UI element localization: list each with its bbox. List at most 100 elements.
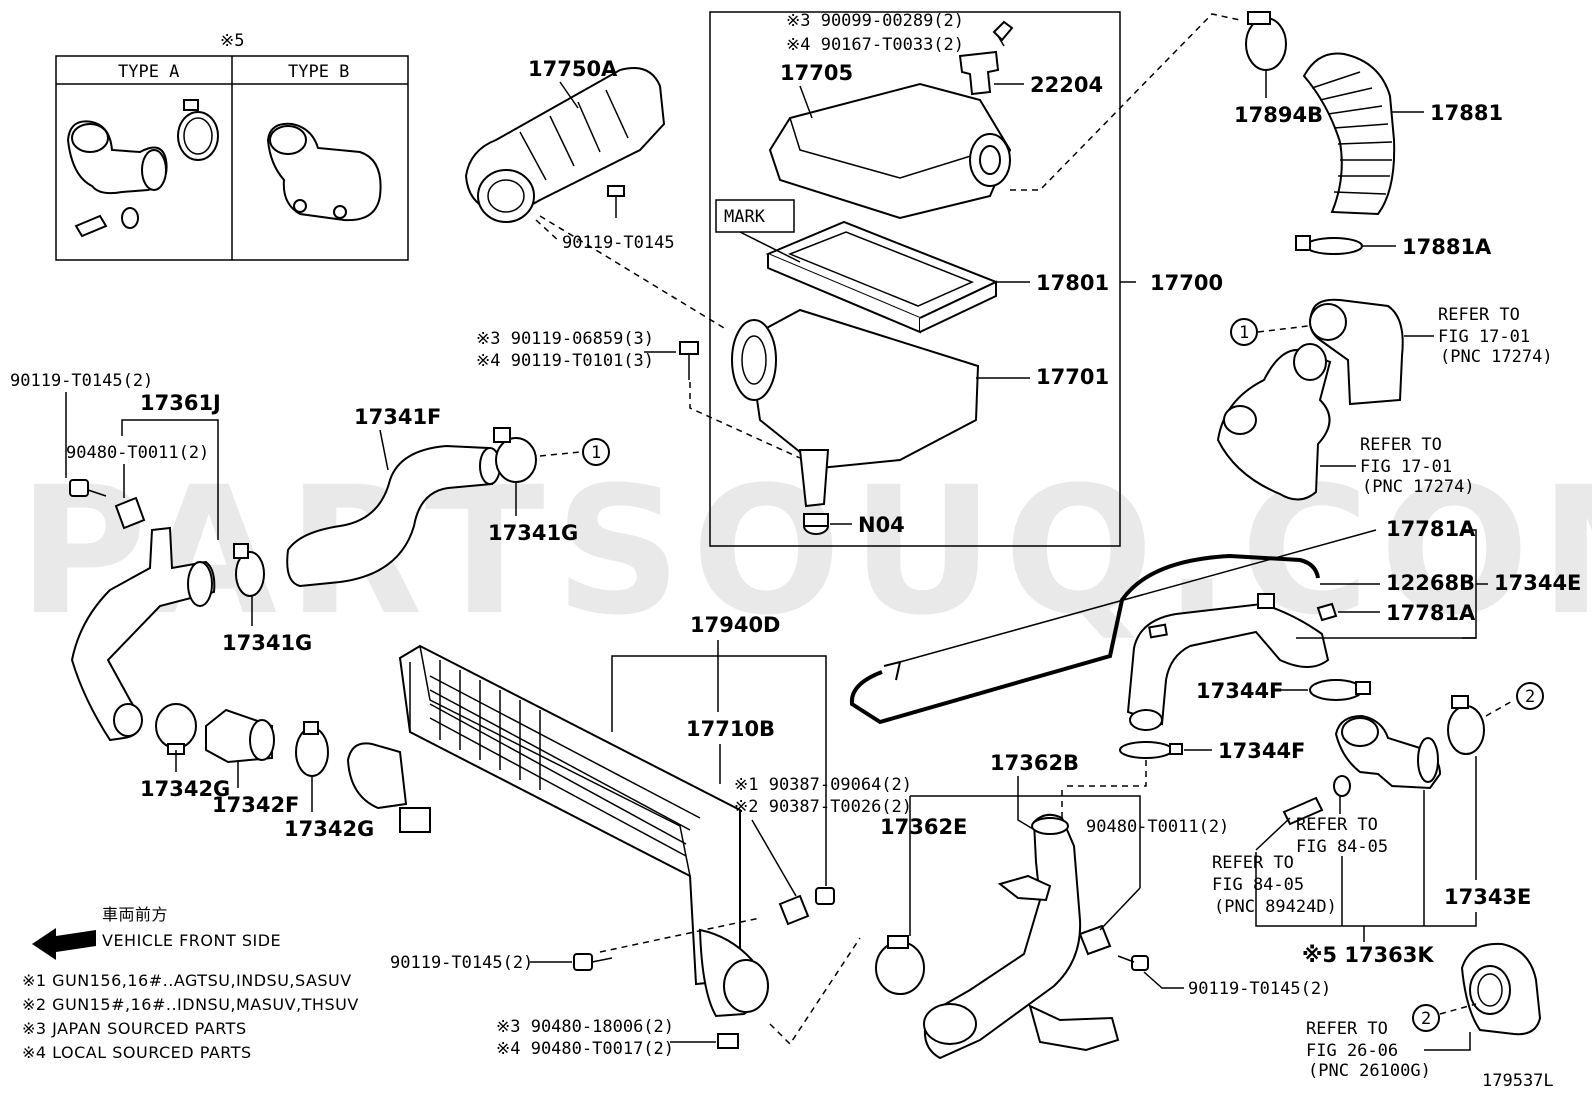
legend-note-4: ※4 LOCAL SOURCED PARTS bbox=[22, 1043, 252, 1062]
bolt-90119-06859 bbox=[679, 341, 699, 380]
label-90119-T0145-bottom-left: 90119-T0145(2) bbox=[390, 953, 533, 973]
svg-text:1: 1 bbox=[1239, 323, 1249, 343]
hose-clamp-17344F-right bbox=[1309, 679, 1371, 701]
label-90119-T0145-top: 90119-T0145 bbox=[562, 233, 675, 253]
label-17710B: 17710B bbox=[686, 717, 775, 741]
legend-note-2: ※2 GUN15#,16#..IDNSU,MASUV,THSUV bbox=[22, 995, 359, 1014]
label-90099: ※3 90099-00289(2) bbox=[786, 11, 964, 31]
label-90480-18006: ※3 90480-18006(2) bbox=[496, 1017, 674, 1037]
label-17343E: 17343E bbox=[1444, 885, 1531, 909]
screw-90099 bbox=[992, 20, 1014, 47]
refer-5-fig: FIG 26-06 bbox=[1306, 1041, 1398, 1061]
refer-5-text: REFER TO bbox=[1306, 1019, 1388, 1039]
drawing-number: 179537L bbox=[1482, 1071, 1554, 1091]
label-17361J: 17361J bbox=[140, 391, 221, 415]
hose-clamp-17881A bbox=[1295, 235, 1363, 255]
label-90387-T0026: ※2 90387-T0026(2) bbox=[734, 797, 912, 817]
intercooler-outlet-pipe-17362B bbox=[923, 813, 1120, 1060]
label-17781A-top: 17781A bbox=[1386, 517, 1476, 541]
hose-clamp-17341G-right bbox=[493, 427, 537, 483]
grommet-90480-18006 bbox=[717, 1033, 739, 1049]
bolt-90119-T0145-left bbox=[69, 479, 107, 497]
refer-5-pnc: (PNC 26100G) bbox=[1308, 1061, 1431, 1081]
sensor-refer-84-05 bbox=[1282, 775, 1351, 826]
inset-type-box: ※5 TYPE A TYPE B bbox=[55, 31, 409, 261]
hose-clamp-17342G-left bbox=[155, 703, 197, 755]
label-17344F-right: 17344F bbox=[1196, 679, 1283, 703]
label-17781A-bottom: 17781A bbox=[1386, 601, 1476, 625]
air-cleaner-hose-17881 bbox=[1302, 52, 1396, 216]
hose-17342F bbox=[205, 708, 275, 764]
label-17940D: 17940D bbox=[690, 613, 781, 637]
air-flow-meter bbox=[958, 50, 1000, 96]
svg-text:2: 2 bbox=[1525, 687, 1535, 707]
label-17700: 17700 bbox=[1150, 271, 1223, 295]
hose-clamp-17344F-left bbox=[1119, 741, 1183, 759]
label-90119-T0145-bottom-right: 90119-T0145(2) bbox=[1188, 979, 1331, 999]
svg-text:2: 2 bbox=[1421, 1009, 1431, 1029]
grommet-90480-left bbox=[114, 496, 146, 530]
label-17701: 17701 bbox=[1036, 365, 1109, 389]
vehicle-front-arrow-icon bbox=[32, 928, 96, 960]
type-a-sensor bbox=[74, 207, 139, 238]
label-17881: 17881 bbox=[1430, 101, 1503, 125]
label-90167: ※4 90167-T0033(2) bbox=[786, 35, 964, 55]
refer-1-pnc: (PNC 17274) bbox=[1440, 347, 1553, 367]
refer-2-fig: FIG 17-01 bbox=[1360, 457, 1452, 477]
label-90480-T0011-right: 90480-T0011(2) bbox=[1086, 817, 1229, 837]
hose-17344E bbox=[1126, 593, 1330, 731]
throttle-body-refer-26-06 bbox=[1460, 942, 1542, 1036]
vehicle-front-en: VEHICLE FRONT SIDE bbox=[102, 931, 281, 950]
inset-note: ※5 bbox=[220, 31, 244, 51]
bolt-90119-T0145-bottom-left bbox=[573, 953, 613, 971]
label-17363K: ※5 17363K bbox=[1302, 943, 1434, 967]
bolt-90119-T0145-bottom-right bbox=[1117, 955, 1149, 971]
type-b-throttle-pipe bbox=[266, 122, 382, 222]
air-intake-duct-17750A bbox=[464, 67, 666, 223]
label-mark: MARK bbox=[724, 207, 766, 227]
label-17881A: 17881A bbox=[1402, 235, 1492, 259]
label-90480-T0017: ※4 90480-T0017(2) bbox=[496, 1039, 674, 1059]
throttle-elbow-refer bbox=[1216, 298, 1404, 501]
label-17362E: 17362E bbox=[880, 815, 967, 839]
refer-4-text: REFER TO bbox=[1212, 853, 1294, 873]
label-17344E: 17344E bbox=[1494, 571, 1581, 595]
refer-4-fig: FIG 84-05 bbox=[1212, 875, 1304, 895]
callout-1-mid: 1 bbox=[582, 438, 610, 466]
type-a-throttle-pipe bbox=[66, 120, 168, 195]
air-cleaner-case bbox=[731, 308, 980, 508]
grommet-90387 bbox=[778, 887, 835, 926]
refer-3-fig: FIG 84-05 bbox=[1296, 837, 1388, 857]
label-17342G-right: 17342G bbox=[284, 817, 374, 841]
label-22204: 22204 bbox=[1030, 73, 1103, 97]
svg-text:1: 1 bbox=[591, 443, 601, 463]
type-a-clamp bbox=[177, 99, 219, 161]
intercooler-17940D bbox=[346, 644, 769, 1018]
label-17341G-right: 17341G bbox=[488, 521, 578, 545]
refer-1-fig: FIG 17-01 bbox=[1438, 327, 1530, 347]
hose-clamp-17343E bbox=[1447, 695, 1485, 755]
callout-2-upper: 2 bbox=[1516, 682, 1544, 710]
hose-clamp-17342G-right bbox=[295, 721, 329, 777]
legend-note-3: ※3 JAPAN SOURCED PARTS bbox=[22, 1019, 247, 1038]
label-12268B: 12268B bbox=[1386, 571, 1475, 595]
refer-2-pnc: (PNC 17274) bbox=[1362, 477, 1475, 497]
air-cleaner-cap bbox=[768, 82, 1012, 220]
label-90480-T0011-left: 90480-T0011(2) bbox=[66, 443, 209, 463]
clamp-17781A-small bbox=[1316, 602, 1338, 622]
hose-clamp-17894B bbox=[1245, 11, 1287, 71]
type-b-label: TYPE B bbox=[288, 62, 349, 82]
label-17362B: 17362B bbox=[990, 751, 1079, 775]
label-90387-09064: ※1 90387-09064(2) bbox=[734, 775, 912, 795]
label-17341G-left: 17341G bbox=[222, 631, 312, 655]
callout-1-top-right: 1 bbox=[1230, 318, 1258, 346]
label-17344F-left: 17344F bbox=[1218, 739, 1305, 763]
label-17750A: 17750A bbox=[528, 57, 618, 81]
label-90119-06859: ※3 90119-06859(3) bbox=[476, 329, 654, 349]
grommet-n04 bbox=[803, 513, 829, 535]
type-a-label: TYPE A bbox=[118, 62, 179, 82]
air-cleaner-assembly-box: 17700 bbox=[709, 11, 1223, 547]
refer-4-pnc: (PNC 89424D) bbox=[1214, 897, 1337, 917]
label-17705: 17705 bbox=[780, 61, 853, 85]
